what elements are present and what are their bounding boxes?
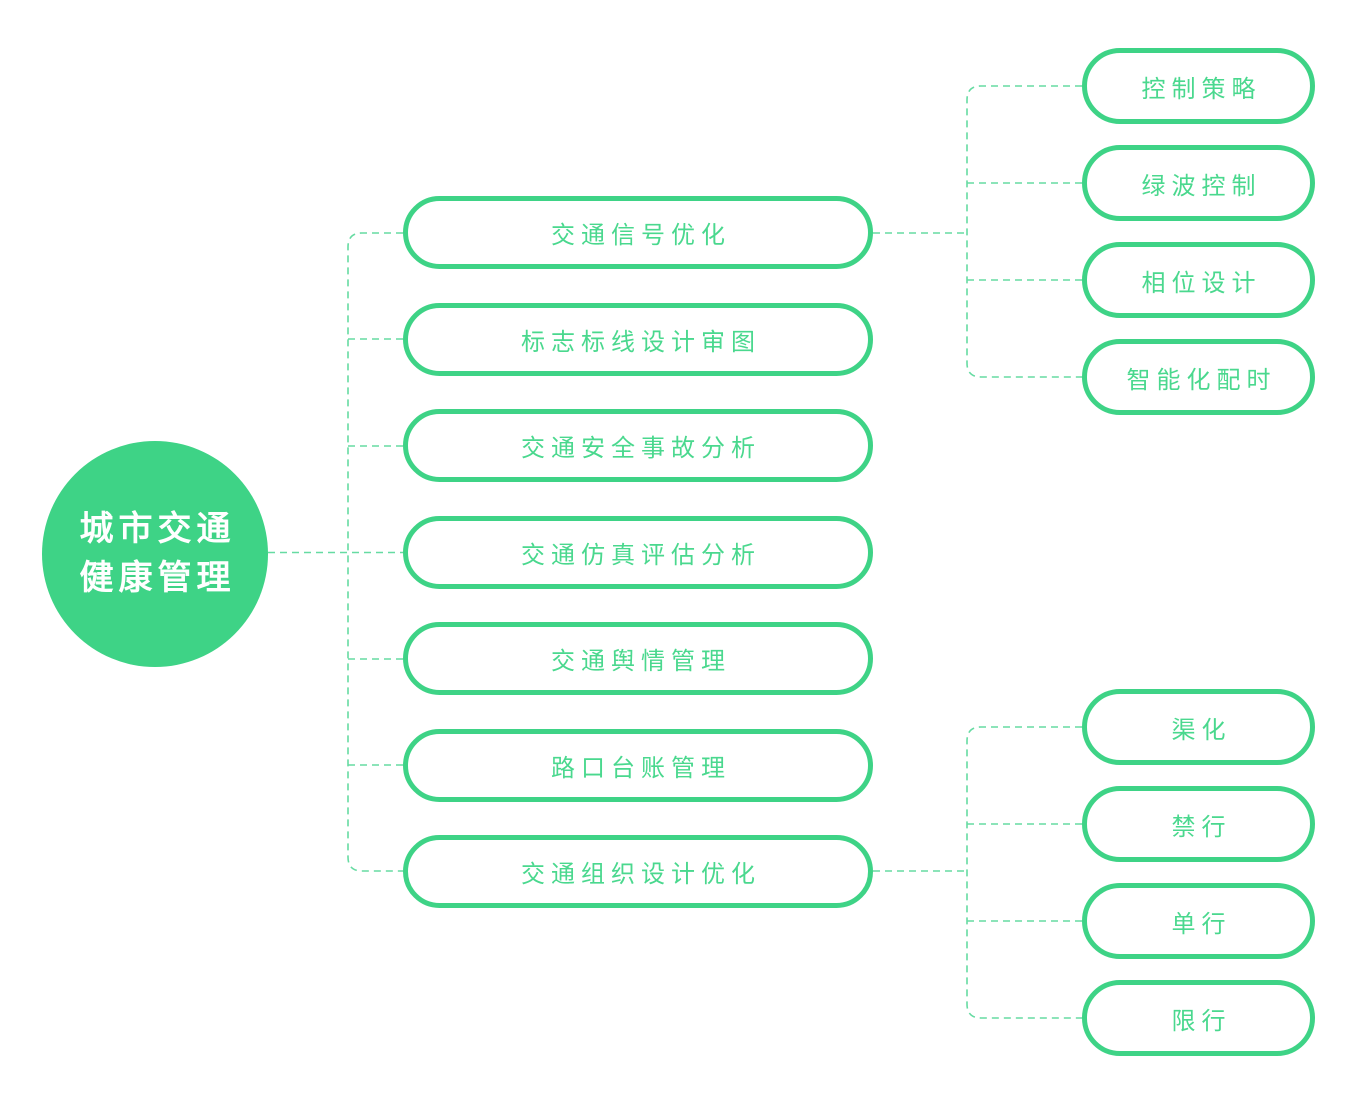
root-title-line2: 健康管理 (79, 559, 236, 597)
branch-label: 交通组织设计优化 (521, 861, 761, 888)
subnode-phase-design[interactable]: 相位设计 (1082, 242, 1315, 318)
branch-label: 交通舆情管理 (551, 648, 731, 675)
root-title-line1: 城市交通 (79, 510, 236, 548)
subnode-restricted-travel[interactable]: 限行 (1082, 980, 1315, 1056)
subnode-no-entry[interactable]: 禁行 (1082, 786, 1315, 862)
subnode-label: 绿波控制 (1141, 172, 1262, 200)
branch-node-traffic-safety-accident-analysis[interactable]: 交通安全事故分析 (403, 409, 873, 482)
branch-label: 路口台账管理 (551, 755, 731, 782)
subnode-label: 渠化 (1171, 716, 1232, 744)
connector-left-spine (347, 232, 403, 872)
branch-label: 交通安全事故分析 (521, 435, 761, 462)
subnode-label: 相位设计 (1141, 269, 1262, 297)
subnode-label: 智能化配时 (1126, 366, 1277, 394)
subnode-one-way[interactable]: 单行 (1082, 883, 1315, 959)
branch-label: 标志标线设计审图 (521, 329, 761, 356)
branch-node-traffic-organization-design-optimization[interactable]: 交通组织设计优化 (403, 835, 873, 908)
subnode-green-wave-control[interactable]: 绿波控制 (1082, 145, 1315, 221)
root-node[interactable]: 城市交通 健康管理 (42, 441, 268, 667)
branch-label: 交通仿真评估分析 (521, 542, 761, 569)
subnode-channelization[interactable]: 渠化 (1082, 689, 1315, 765)
branch-node-sign-marking-design-review[interactable]: 标志标线设计审图 (403, 303, 873, 376)
subnode-intelligent-timing[interactable]: 智能化配时 (1082, 339, 1315, 415)
connector-top-right-spine (966, 85, 1082, 378)
branch-node-intersection-ledger-management[interactable]: 路口台账管理 (403, 729, 873, 802)
subnode-label: 禁行 (1171, 813, 1232, 841)
subnode-label: 单行 (1171, 910, 1232, 938)
branch-node-traffic-signal-optimization[interactable]: 交通信号优化 (403, 196, 873, 269)
subnode-control-strategy[interactable]: 控制策略 (1082, 48, 1315, 124)
branch-node-traffic-public-opinion-management[interactable]: 交通舆情管理 (403, 622, 873, 695)
subnode-label: 控制策略 (1141, 75, 1262, 103)
branch-label: 交通信号优化 (551, 222, 731, 249)
branch-node-traffic-simulation-evaluation-analysis[interactable]: 交通仿真评估分析 (403, 516, 873, 589)
connector-bottom-right-spine (966, 726, 1082, 1019)
subnode-label: 限行 (1171, 1007, 1232, 1035)
